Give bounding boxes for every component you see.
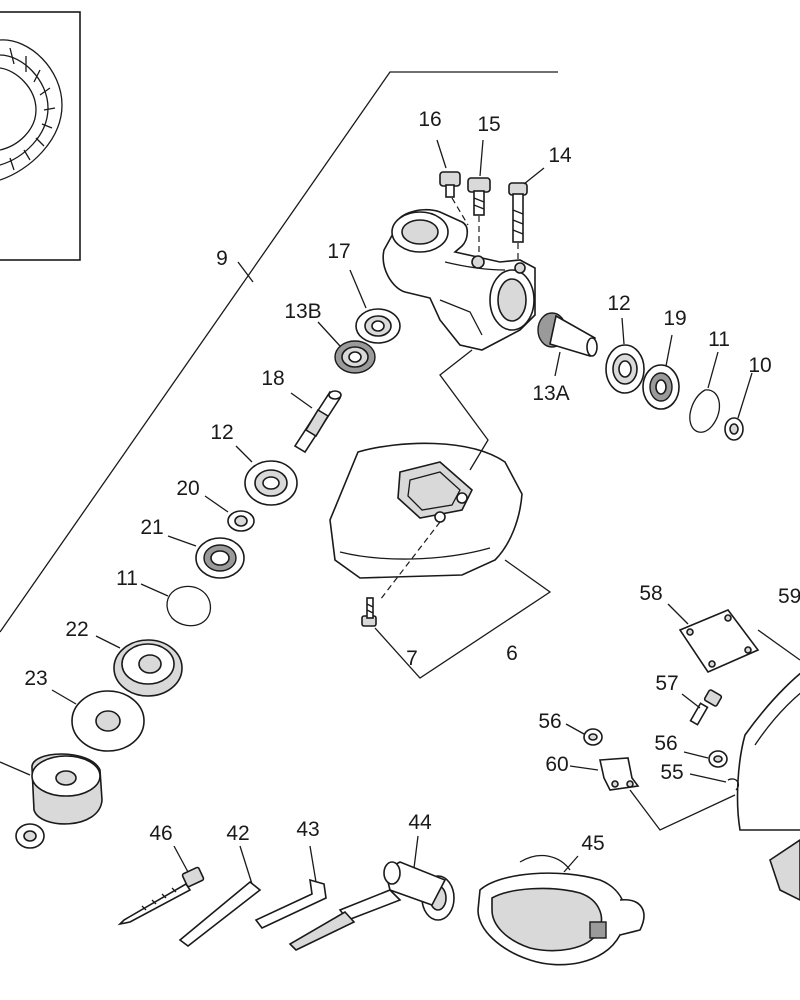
callout-58: 58 bbox=[639, 582, 662, 605]
safety-goggles-45 bbox=[477, 854, 645, 966]
rod-42 bbox=[178, 880, 262, 948]
callout-16: 16 bbox=[418, 108, 441, 131]
pinion-13a bbox=[537, 312, 598, 358]
callout-17: 17 bbox=[327, 240, 350, 263]
washer-20 bbox=[227, 510, 255, 532]
callout-56-left: 56 bbox=[538, 710, 561, 733]
bolt-57 bbox=[689, 689, 723, 726]
callout-12-left: 12 bbox=[210, 421, 233, 444]
callout-45: 45 bbox=[581, 832, 604, 855]
hex-key-43 bbox=[254, 878, 327, 930]
gear-case bbox=[382, 208, 536, 351]
callout-labels: 9 16 15 14 17 13B 12 19 11 10 13A 18 12 … bbox=[24, 108, 800, 855]
callout-55: 55 bbox=[660, 761, 683, 784]
gear-13b bbox=[334, 340, 376, 374]
plate-58 bbox=[678, 609, 760, 674]
bolt-16 bbox=[439, 171, 469, 226]
callout-9: 9 bbox=[216, 247, 228, 270]
callout-6: 6 bbox=[506, 642, 518, 665]
guard bbox=[329, 349, 523, 601]
bearing-12-left bbox=[244, 460, 298, 506]
washer-10 bbox=[724, 417, 744, 441]
clip-55 bbox=[727, 778, 740, 791]
callout-10: 10 bbox=[748, 354, 771, 377]
callout-14: 14 bbox=[548, 144, 572, 167]
callout-43: 43 bbox=[296, 818, 319, 841]
cable-tie-46 bbox=[117, 866, 205, 926]
callout-13a: 13A bbox=[532, 382, 569, 405]
circlip-11-right bbox=[689, 389, 721, 433]
callout-57: 57 bbox=[655, 672, 678, 695]
bolt-14 bbox=[508, 182, 528, 262]
callout-15: 15 bbox=[477, 113, 500, 136]
callout-11-left: 11 bbox=[116, 567, 138, 590]
callout-21: 21 bbox=[140, 516, 163, 539]
bolt-15 bbox=[467, 177, 491, 255]
cover-cup bbox=[0, 753, 103, 825]
box-wrench-44 bbox=[288, 861, 455, 951]
shaft-18 bbox=[293, 390, 342, 454]
callout-18: 18 bbox=[261, 367, 284, 390]
callout-19: 19 bbox=[663, 307, 686, 330]
callout-22: 22 bbox=[65, 618, 88, 641]
callout-59: 59 bbox=[778, 585, 800, 608]
bearing-17 bbox=[355, 308, 401, 344]
plate-23 bbox=[71, 690, 145, 752]
callout-46: 46 bbox=[149, 822, 172, 845]
bearing-12-right bbox=[605, 344, 645, 394]
callout-13b: 13B bbox=[284, 300, 321, 323]
callout-11-right: 11 bbox=[708, 328, 730, 351]
seal-21 bbox=[195, 537, 245, 579]
circlip-11-left bbox=[166, 585, 212, 627]
leader-lines bbox=[51, 139, 753, 885]
callout-44: 44 bbox=[408, 811, 432, 834]
bearing-19 bbox=[642, 364, 680, 410]
bracket-60 bbox=[599, 757, 736, 831]
nut-56-left bbox=[583, 728, 603, 746]
bracket-6-7 bbox=[374, 559, 552, 679]
callout-12-right: 12 bbox=[607, 292, 630, 315]
callout-42: 42 bbox=[226, 822, 249, 845]
nut-56-right bbox=[708, 750, 728, 768]
callout-20: 20 bbox=[176, 477, 199, 500]
callout-23: 23 bbox=[24, 667, 47, 690]
assembly-bracket-9 bbox=[0, 71, 558, 633]
screw-7 bbox=[361, 597, 377, 627]
shield-59 bbox=[736, 629, 800, 901]
holder-22 bbox=[113, 639, 183, 697]
callout-60: 60 bbox=[545, 753, 568, 776]
inset-detail-box bbox=[0, 11, 81, 261]
nut-bottom-left bbox=[15, 823, 45, 849]
callout-56-right: 56 bbox=[654, 732, 677, 755]
callout-7: 7 bbox=[406, 647, 418, 670]
